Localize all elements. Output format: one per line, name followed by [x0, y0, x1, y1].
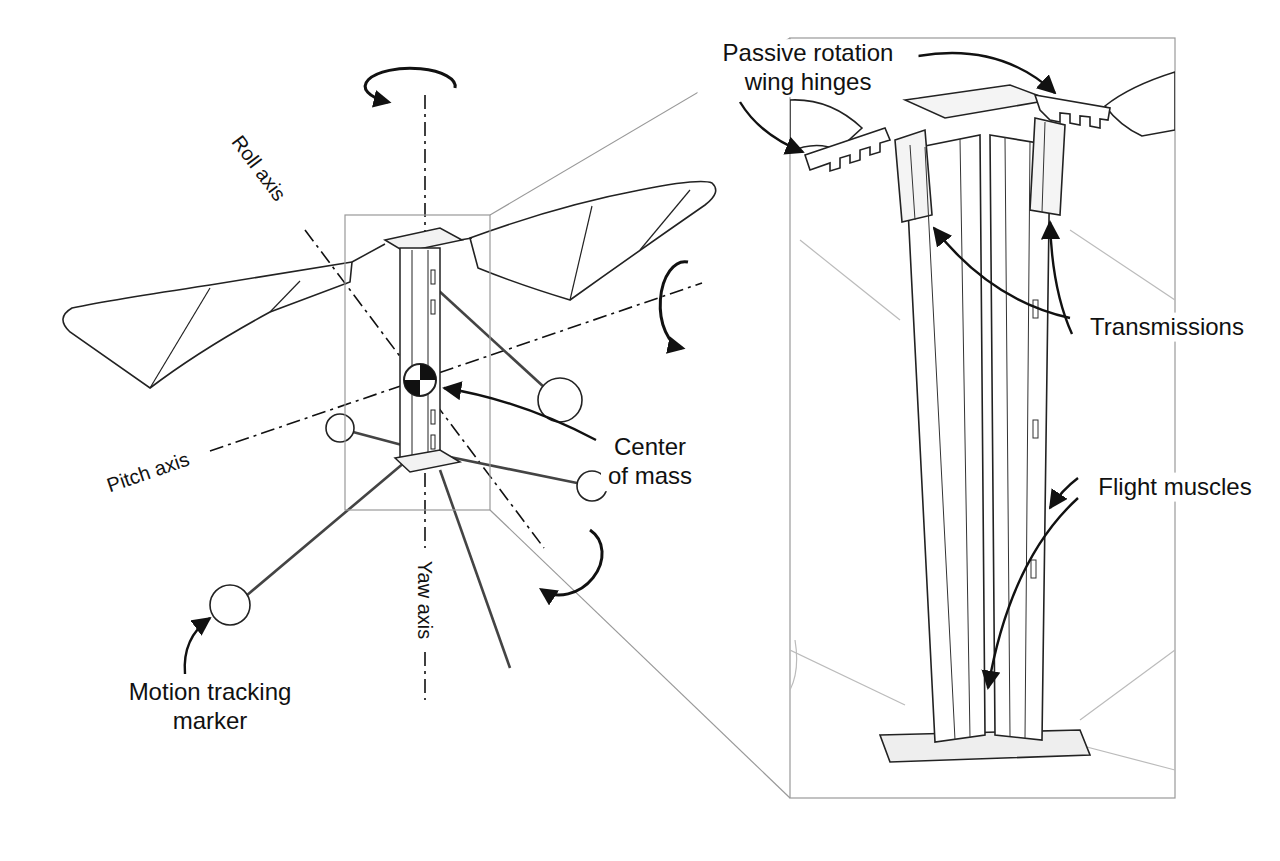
leader-arrow: [185, 618, 210, 674]
leader-arrow: [1050, 222, 1072, 334]
label-anchor: Transmissions: [1087, 313, 1247, 342]
axis-label: Pitch axis: [101, 446, 195, 498]
center-of-mass-symbol: [420, 364, 436, 380]
pitch-axis-line: [210, 283, 702, 451]
rotation-arrows: [365, 68, 688, 595]
bottom-plate: [395, 450, 460, 472]
body-frame: [400, 248, 440, 460]
slot: [1031, 560, 1036, 578]
callout-label: Motion tracking marker: [120, 678, 301, 736]
layer-line: [910, 145, 915, 220]
yaw-rotation-arrow: [365, 68, 455, 102]
callout-label: Flight muscles: [1095, 473, 1254, 502]
leg: [440, 470, 510, 668]
leader-arrow: [918, 53, 1055, 93]
top-plate: [905, 85, 1050, 118]
callout-label: Transmissions: [1087, 313, 1247, 342]
slot: [431, 410, 435, 424]
leader-arrow: [988, 498, 1078, 688]
center-of-mass-symbol: [404, 364, 436, 396]
label-anchor: Yaw axis: [413, 558, 437, 643]
layer-line: [960, 139, 970, 738]
label-anchor: Pitch axis: [101, 446, 195, 498]
callout-label: Center of mass: [601, 433, 699, 491]
body-line: [412, 250, 413, 458]
wing-root: [1105, 72, 1175, 136]
leaders-right: [740, 53, 1078, 688]
label-anchor: Motion tracking marker: [120, 678, 301, 736]
zoom-box: [345, 215, 490, 510]
leader-arrow: [740, 102, 803, 152]
rod: [353, 432, 402, 445]
label-anchor: Center of mass: [601, 433, 699, 491]
wings: [63, 182, 716, 388]
slot: [1033, 420, 1038, 438]
detail-panel: [790, 38, 1175, 798]
wing-vein: [640, 190, 690, 250]
layer-line: [1005, 137, 1010, 736]
wing-vein: [570, 206, 592, 300]
transmission: [1030, 118, 1065, 215]
callout-label: Passive rotation wing hinges: [698, 39, 919, 97]
layer-line: [1042, 122, 1045, 212]
label-anchor: Flight muscles: [1095, 473, 1254, 502]
tracking-marker: [326, 414, 354, 442]
muscle-layers: [910, 122, 1045, 740]
axis-label: Yaw axis: [413, 558, 437, 643]
pitch-rotation-arrow: [660, 262, 688, 348]
slot: [431, 435, 435, 449]
leader-arrow: [934, 228, 1070, 318]
left-wing: [63, 262, 352, 388]
zoom-lines: [490, 38, 790, 798]
rod: [438, 290, 545, 388]
background-line: [790, 650, 905, 705]
label-anchor: Passive rotation wing hinges: [698, 39, 919, 97]
background-line: [1070, 230, 1175, 300]
label-anchor: Roll axis: [225, 128, 293, 208]
detail-drawing: [790, 72, 1175, 770]
right-wing: [470, 182, 716, 300]
robot-body: [352, 228, 472, 472]
roll-rotation-arrow: [542, 530, 602, 595]
rod: [246, 462, 405, 596]
rod: [440, 455, 577, 483]
axis-label: Roll axis: [225, 128, 293, 208]
slot: [431, 270, 435, 284]
wing-vein: [150, 288, 210, 388]
flight-muscle: [990, 135, 1050, 740]
flight-muscle: [905, 135, 985, 742]
hinge: [352, 244, 385, 262]
hinge: [460, 238, 472, 240]
projection-line: [490, 510, 790, 798]
background-line: [1080, 650, 1175, 720]
leaders-left: [185, 388, 596, 674]
yaw-axis-line: [424, 652, 426, 700]
leader-arrow: [444, 388, 596, 440]
slot: [431, 300, 435, 314]
background-line: [790, 640, 797, 690]
center-of-mass-symbol: [404, 380, 420, 396]
tracking-marker: [210, 585, 250, 625]
roll-axis-line: [305, 230, 544, 548]
body-line: [428, 250, 429, 458]
wing-hinge: [805, 128, 890, 171]
axes: [210, 95, 702, 700]
background-line: [800, 240, 900, 320]
layer-line: [1025, 142, 1030, 738]
wing-vein: [270, 281, 300, 312]
